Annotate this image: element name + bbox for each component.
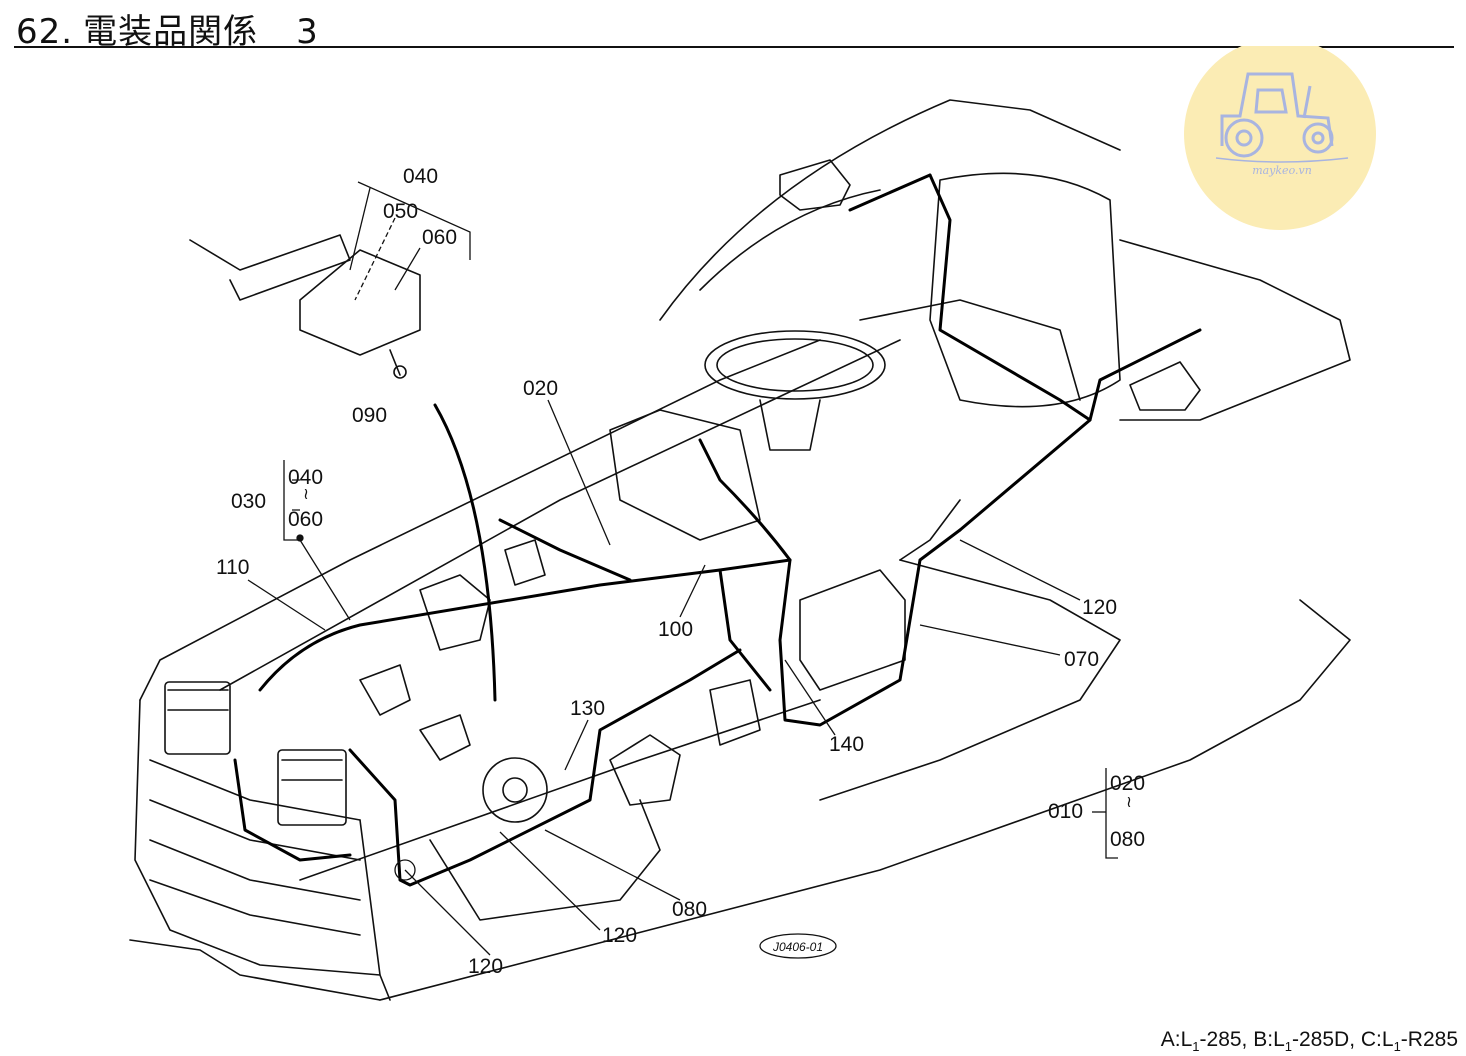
- callout-040: 040: [403, 165, 439, 188]
- callout-010-from: 020: [1110, 772, 1146, 795]
- callout-120-right: 120: [1082, 596, 1118, 619]
- model-b-suffix: -285D,: [1292, 1028, 1356, 1051]
- brand-logo: maykeo.vn: [1182, 38, 1380, 232]
- callout-030-from: 040: [288, 466, 324, 489]
- callout-140: 140: [829, 733, 865, 756]
- callout-060: 060: [422, 226, 458, 249]
- model-list: A:L1-285, B:L1-285D, C:L1-R285: [1161, 1028, 1458, 1054]
- callout-020: 020: [523, 377, 559, 400]
- model-a-suffix: -285,: [1199, 1028, 1248, 1051]
- alternator: [482, 757, 548, 823]
- callout-090: 090: [352, 404, 388, 427]
- callout-100: 100: [658, 618, 694, 641]
- starter-motor: [609, 734, 681, 806]
- leader-lines: [247, 181, 1118, 956]
- steering-wheel: [704, 330, 886, 400]
- callout-010-to: 080: [1110, 828, 1146, 851]
- battery: [799, 569, 906, 691]
- callout-030: 030: [231, 490, 267, 513]
- tractor-icon: maykeo.vn: [1184, 38, 1376, 230]
- model-b-sub: 1: [1284, 1039, 1292, 1055]
- callout-110: 110: [216, 556, 250, 579]
- model-c-prefix: C:L: [1360, 1028, 1394, 1051]
- page-title: 62.電装品関係 3: [16, 4, 319, 53]
- wiring-harness: [233, 173, 1202, 887]
- seat: [929, 172, 1121, 408]
- figure-code-frame: [759, 933, 837, 959]
- title-rule: [14, 46, 1454, 48]
- headlight-right: [277, 749, 347, 826]
- figure-code: J0406-01: [772, 940, 823, 954]
- section-volume: 3: [296, 12, 319, 52]
- model-b-prefix: B:L: [1253, 1028, 1285, 1051]
- callout-010-tilde: ≀: [1126, 794, 1132, 811]
- section-title: 電装品関係: [83, 12, 259, 52]
- callout-080: 080: [672, 898, 708, 921]
- callout-050: 050: [383, 200, 419, 223]
- model-a-sub: 1: [1192, 1039, 1200, 1055]
- work-lamp-right: [1129, 361, 1201, 411]
- callout-130: 130: [570, 697, 606, 720]
- section-number: 62.: [16, 12, 74, 52]
- callout-070: 070: [1064, 648, 1100, 671]
- callout-030-tilde: ≀: [303, 486, 309, 503]
- model-a-prefix: A:L: [1160, 1028, 1193, 1051]
- relay-unit: [299, 249, 421, 356]
- model-c-sub: 1: [1393, 1039, 1401, 1055]
- headlight-left: [164, 681, 231, 755]
- callout-010: 010: [1048, 800, 1084, 823]
- callout-120-bottom: 120: [468, 955, 504, 978]
- model-c-suffix: -R285: [1400, 1028, 1458, 1051]
- work-lamp-left: [779, 159, 851, 211]
- callout-030-to: 060: [288, 508, 324, 531]
- logo-text: maykeo.vn: [1252, 164, 1312, 177]
- callout-120-center: 120: [602, 924, 638, 947]
